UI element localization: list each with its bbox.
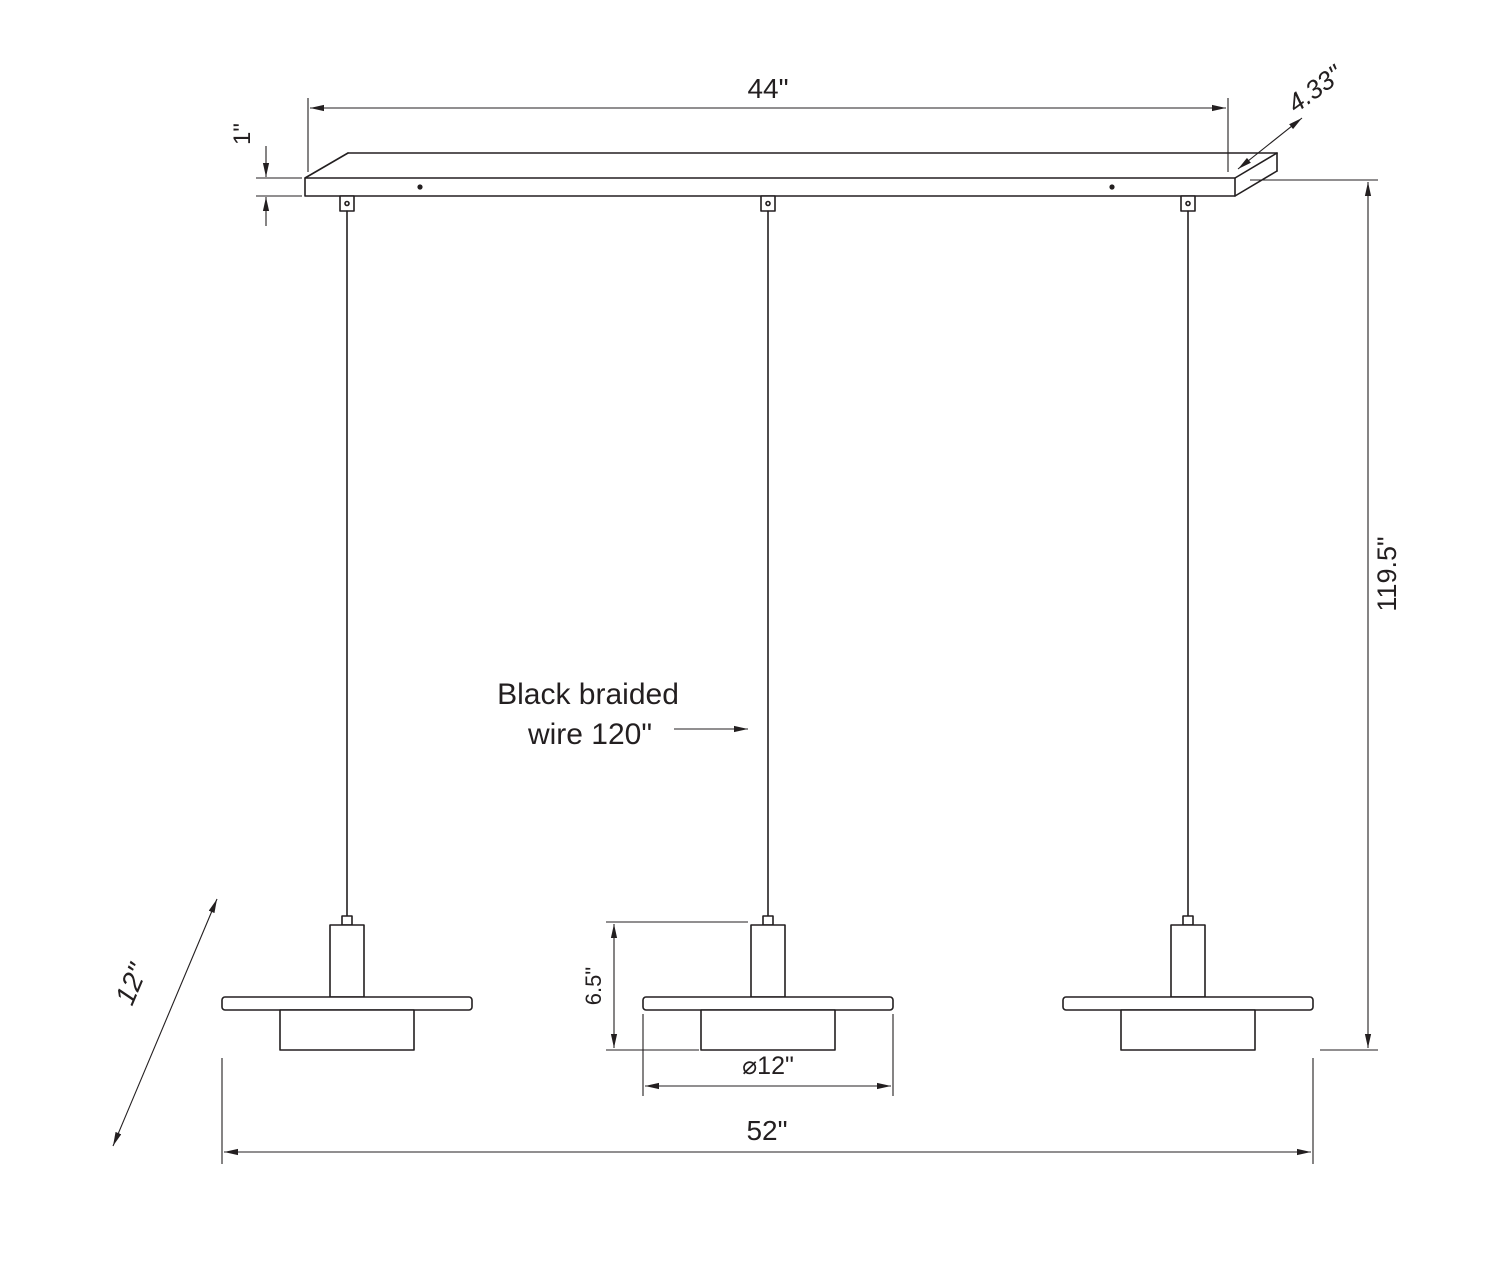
dim-overall-drop-label: 119.5" bbox=[1372, 536, 1402, 611]
pendant-left bbox=[221, 195, 473, 1051]
shade-body-center bbox=[700, 1009, 836, 1051]
canopy-front-face bbox=[304, 177, 1236, 197]
shade-disc-center bbox=[642, 996, 894, 1011]
socket-right bbox=[1170, 924, 1206, 998]
canopy-right-slant-bottom bbox=[1234, 170, 1278, 197]
wire-note-line1: Black braided bbox=[497, 678, 679, 711]
dim-pendant-diameter-label: ⌀12" bbox=[742, 1052, 794, 1080]
shade-disc-right bbox=[1062, 996, 1314, 1011]
dim-pendant-height-label: 6.5" bbox=[581, 967, 606, 1005]
dim-overall-length: 52" bbox=[221, 1058, 1314, 1164]
canopy-left-slant-edge bbox=[304, 152, 349, 179]
dim-overall-drop: 119.5" bbox=[1250, 179, 1402, 1051]
pendant-right bbox=[1062, 195, 1314, 1051]
shade-body-right bbox=[1120, 1009, 1256, 1051]
dim-line bbox=[112, 898, 218, 1147]
wire-grip-screw-right bbox=[1185, 200, 1191, 207]
shade-disc-left bbox=[221, 996, 473, 1011]
wire-grip-right bbox=[1180, 195, 1196, 212]
pendant-center bbox=[642, 195, 894, 1051]
socket-nipple-left bbox=[341, 915, 353, 926]
dim-pendant-diameter: ⌀12" bbox=[642, 1014, 894, 1096]
ceiling-canopy bbox=[304, 152, 1278, 197]
dim-canopy-thickness-label: 1" bbox=[229, 123, 256, 145]
socket-left bbox=[329, 924, 365, 998]
dim-pendant-height: 6.5" bbox=[581, 921, 748, 1051]
dim-canopy-length: 44" bbox=[307, 73, 1229, 172]
wire-note: Black braided wire 120" bbox=[497, 678, 748, 751]
socket-nipple-right bbox=[1182, 915, 1194, 926]
socket-center bbox=[750, 924, 786, 998]
canopy-screw-right bbox=[1109, 184, 1115, 190]
canopy-screw-left bbox=[417, 184, 423, 190]
wire-grip-screw-center bbox=[765, 200, 771, 207]
wire-grip-screw-left bbox=[344, 200, 350, 207]
wire-grip-center bbox=[760, 195, 776, 212]
dim-line bbox=[1237, 117, 1303, 170]
shade-body-left bbox=[279, 1009, 415, 1051]
wire-grip-left bbox=[339, 195, 355, 212]
dim-canopy-thickness: 1" bbox=[229, 123, 302, 226]
dim-canopy-length-label: 44" bbox=[747, 73, 788, 104]
dim-overall-length-label: 52" bbox=[746, 1115, 787, 1146]
wire-note-line2: wire 120" bbox=[527, 718, 652, 751]
socket-nipple-center bbox=[762, 915, 774, 926]
